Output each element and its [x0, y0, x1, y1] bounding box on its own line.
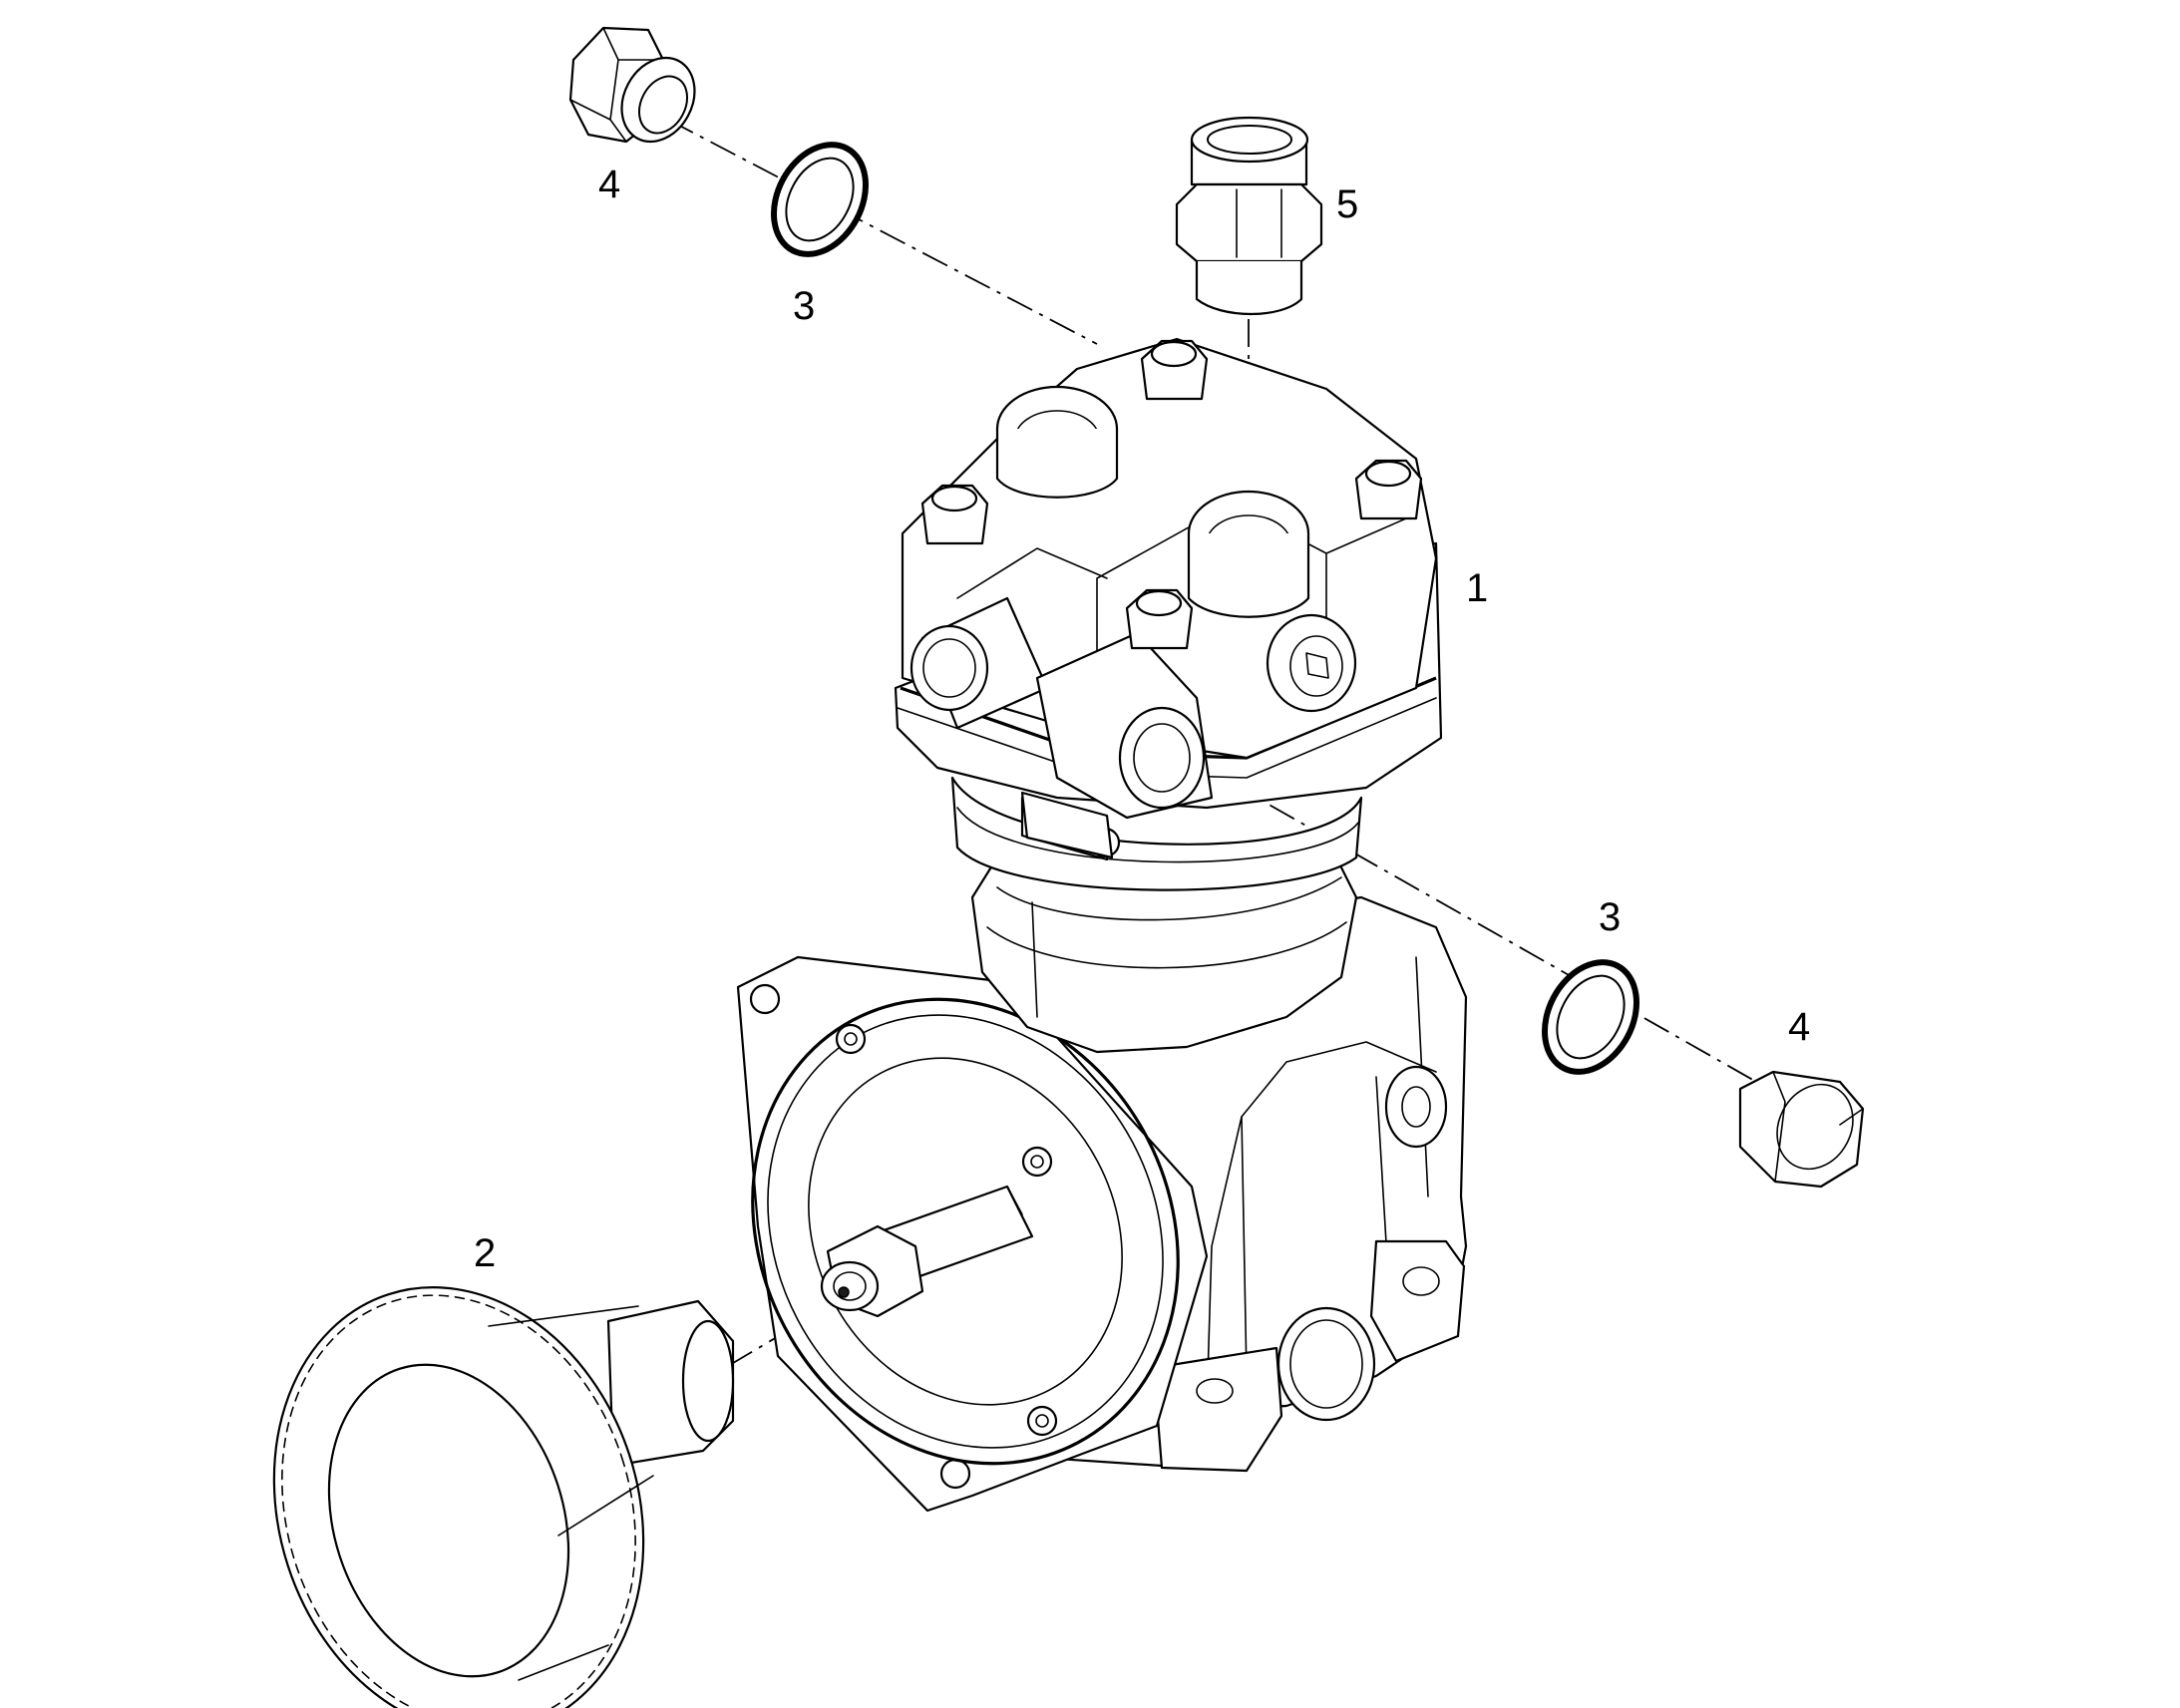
- drive-gear: [272, 1286, 735, 1708]
- callout-5: 5: [1336, 182, 1358, 226]
- callout-1: 1: [1466, 566, 1488, 610]
- union-fitting: [1175, 116, 1323, 315]
- callout-3-upper: 3: [793, 284, 815, 328]
- sealing-ring-upper: [770, 142, 870, 257]
- plug-lower: [1738, 1070, 1865, 1189]
- callout-2: 2: [474, 1231, 496, 1275]
- callout-4-lower: 4: [1788, 1005, 1810, 1049]
- air-compressor: [736, 337, 1468, 1513]
- callout-labels: 1 2 3 3 4 4 5: [474, 163, 1810, 1275]
- plug-upper: [568, 26, 696, 144]
- callout-3-lower: 3: [1599, 895, 1621, 939]
- head-bolts: [920, 339, 1423, 650]
- callout-4-upper: 4: [598, 163, 620, 206]
- sealing-ring-lower: [1541, 959, 1640, 1075]
